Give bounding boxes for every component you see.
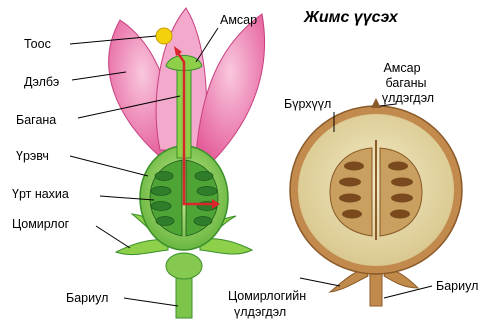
label-sepal: Цомирлог <box>12 217 70 231</box>
pollen-grain <box>156 28 172 44</box>
flower <box>109 8 265 318</box>
fruit <box>290 98 462 306</box>
label-sepal-remnant-2: үлдэгдэл <box>234 305 286 319</box>
label-style: Багана <box>16 113 56 127</box>
diagram-title: Жимс үүсэх <box>303 9 399 26</box>
label-ovary: Үрэвч <box>16 149 49 163</box>
label-pollen: Тоос <box>24 37 51 51</box>
fruit-style-remnant <box>371 98 381 108</box>
label-stigma-remnant-3: үлдэгдэл <box>382 91 434 105</box>
label-stigma-remnant-2: баганы <box>386 76 427 90</box>
receptacle <box>166 253 202 279</box>
label-sepal-remnant-1: Цомирлогийн <box>228 289 306 303</box>
label-petal: Дэлбэ <box>24 75 59 89</box>
label-fruit-stalk: Бариул <box>436 279 478 293</box>
label-stigma-remnant-1: Амсар <box>383 61 420 75</box>
label-pericarp: Бүрхүүл <box>284 97 331 111</box>
label-ovule: Үрт нахиа <box>12 187 69 201</box>
label-flower-stalk: Бариул <box>66 291 108 305</box>
label-stigma: Амсар <box>220 13 257 27</box>
